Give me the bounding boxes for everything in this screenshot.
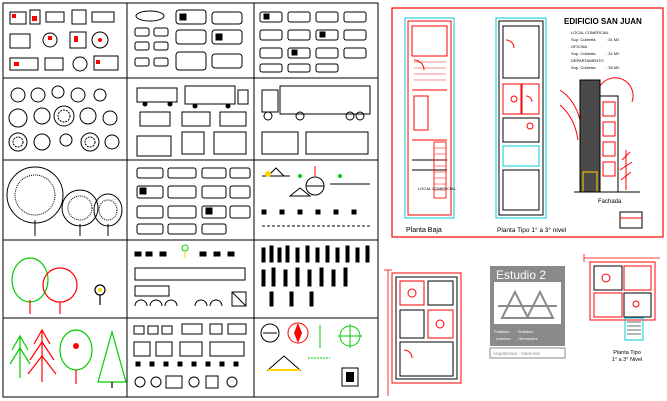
spec-label-2: Sup. Cubierta [571,37,596,42]
spec-label-1: LOCAL COMERCIAL [571,30,610,35]
planta-baja-title: Planta Baja [406,227,442,234]
conifer-blocks [9,328,127,388]
colored-tree-blocks [11,257,106,314]
planta-baja-hatch [414,61,447,199]
sheet-stamp [619,211,643,229]
truck-blocks-large [261,85,371,155]
partner-1: Federico [494,329,510,334]
studio-name: Estudio 2 [496,268,546,282]
planta-tipo-title: Planta Tipo 1° a 3° nivel [497,226,567,234]
spec-label-5: DEPARTAMENTO [571,58,604,63]
studio-emblem [498,289,557,319]
planta-tipo-small-title-1: Planta Tipo [613,350,641,356]
building-name: EDIFICIO SAN JUAN [564,17,642,26]
symbol-blocks [261,166,370,227]
person-figure-blocks [261,245,370,307]
local-comercial-label: LOCAL COMERCIAL [418,186,457,191]
truck-blocks [136,85,249,157]
north-arrow-symbols [260,322,362,387]
people-blocks [134,244,247,307]
planta-tipo-small [589,261,656,341]
fachada-elevation [559,77,640,193]
fachada-title: Fachada [598,199,622,205]
spec-label-3: OFICINA [571,44,588,49]
block-library-grid [2,2,379,398]
spec-value-4: : 31 M2 [606,51,620,56]
building-sheet-frame [391,7,664,238]
partner-3: Lorenzo [496,336,511,341]
tree-elevation-blocks [6,166,123,236]
studio-logo: Estudio 2 Federico Soledad Lorenzo Herna… [489,266,566,359]
dimension-frame-right [583,254,660,262]
dimension-frame-left [384,269,392,396]
planta-tipo-plan [495,17,547,219]
building-specs: LOCAL COMERCIAL Sup. Cubierta : 31 M2 OF… [571,30,620,70]
studio-tagline: Arquitectura - Interiores [493,351,541,356]
partner-2: Soledad [518,329,533,334]
planta-tipo-small-title-2: 1° a 3° Nivel [612,357,642,363]
car-blocks-side [259,11,367,73]
planta-baja-plan [404,17,455,219]
partner-4: Hernandez [518,336,538,341]
plant-blocks-top [8,85,120,152]
spec-value-2: : 31 M2 [606,37,620,42]
spec-label-4: Sup. Cubierta [571,51,596,56]
misc-blocks [133,323,247,389]
spec-label-6: Sup. Cubierta [571,65,596,70]
car-blocks-top [134,9,243,71]
spec-value-6: : 35 M2 [606,65,620,70]
car-blocks-mixed [136,167,251,235]
small-floor-plan [391,272,462,384]
furniture-blocks-cell [9,9,119,72]
